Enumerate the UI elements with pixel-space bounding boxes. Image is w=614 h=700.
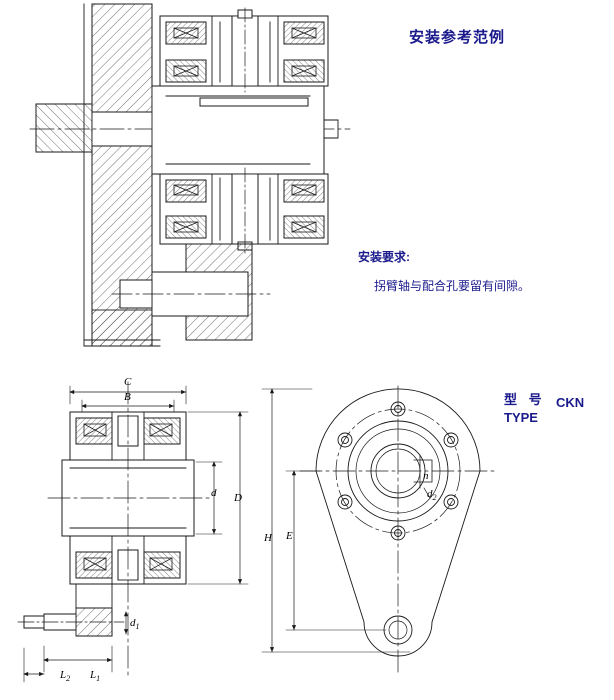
dim-L1-letter: L xyxy=(90,669,97,681)
dim-d2: d2 xyxy=(427,488,437,502)
dim-n: n xyxy=(423,470,429,482)
dim-L2: L2 xyxy=(60,669,70,683)
dim-H: H xyxy=(264,532,272,544)
dim-d2-letter: d xyxy=(427,488,433,500)
dim-L2-sub: 2 xyxy=(66,674,71,684)
install-requirement-text: 拐臂轴与配合孔要留有间隙。 xyxy=(374,279,531,293)
type-label-cn: 型 号 xyxy=(504,392,546,407)
install-requirement-label: 安装要求: xyxy=(358,250,410,264)
dim-L1-sub: 1 xyxy=(96,674,101,684)
front-flange-view-group xyxy=(261,385,499,677)
dim-L1: L1 xyxy=(90,669,100,683)
dim-L2-letter: L xyxy=(60,669,67,681)
page-title: 安装参考范例 xyxy=(409,29,506,46)
top-assembly-group xyxy=(29,3,351,347)
dim-d: d xyxy=(211,487,217,499)
type-value: CKN xyxy=(556,395,585,410)
dim-C: C xyxy=(124,376,132,388)
dim-E: E xyxy=(286,530,293,542)
dim-d1-sub: 1 xyxy=(135,622,140,632)
dim-B: B xyxy=(124,391,131,403)
dim-d1: d1 xyxy=(130,617,140,631)
dim-d2-sub: 2 xyxy=(432,493,437,503)
dim-d1-letter: d xyxy=(130,617,136,629)
dim-D: D xyxy=(234,492,242,504)
side-section-view-group xyxy=(17,381,249,683)
type-label-en: TYPE xyxy=(504,410,538,425)
